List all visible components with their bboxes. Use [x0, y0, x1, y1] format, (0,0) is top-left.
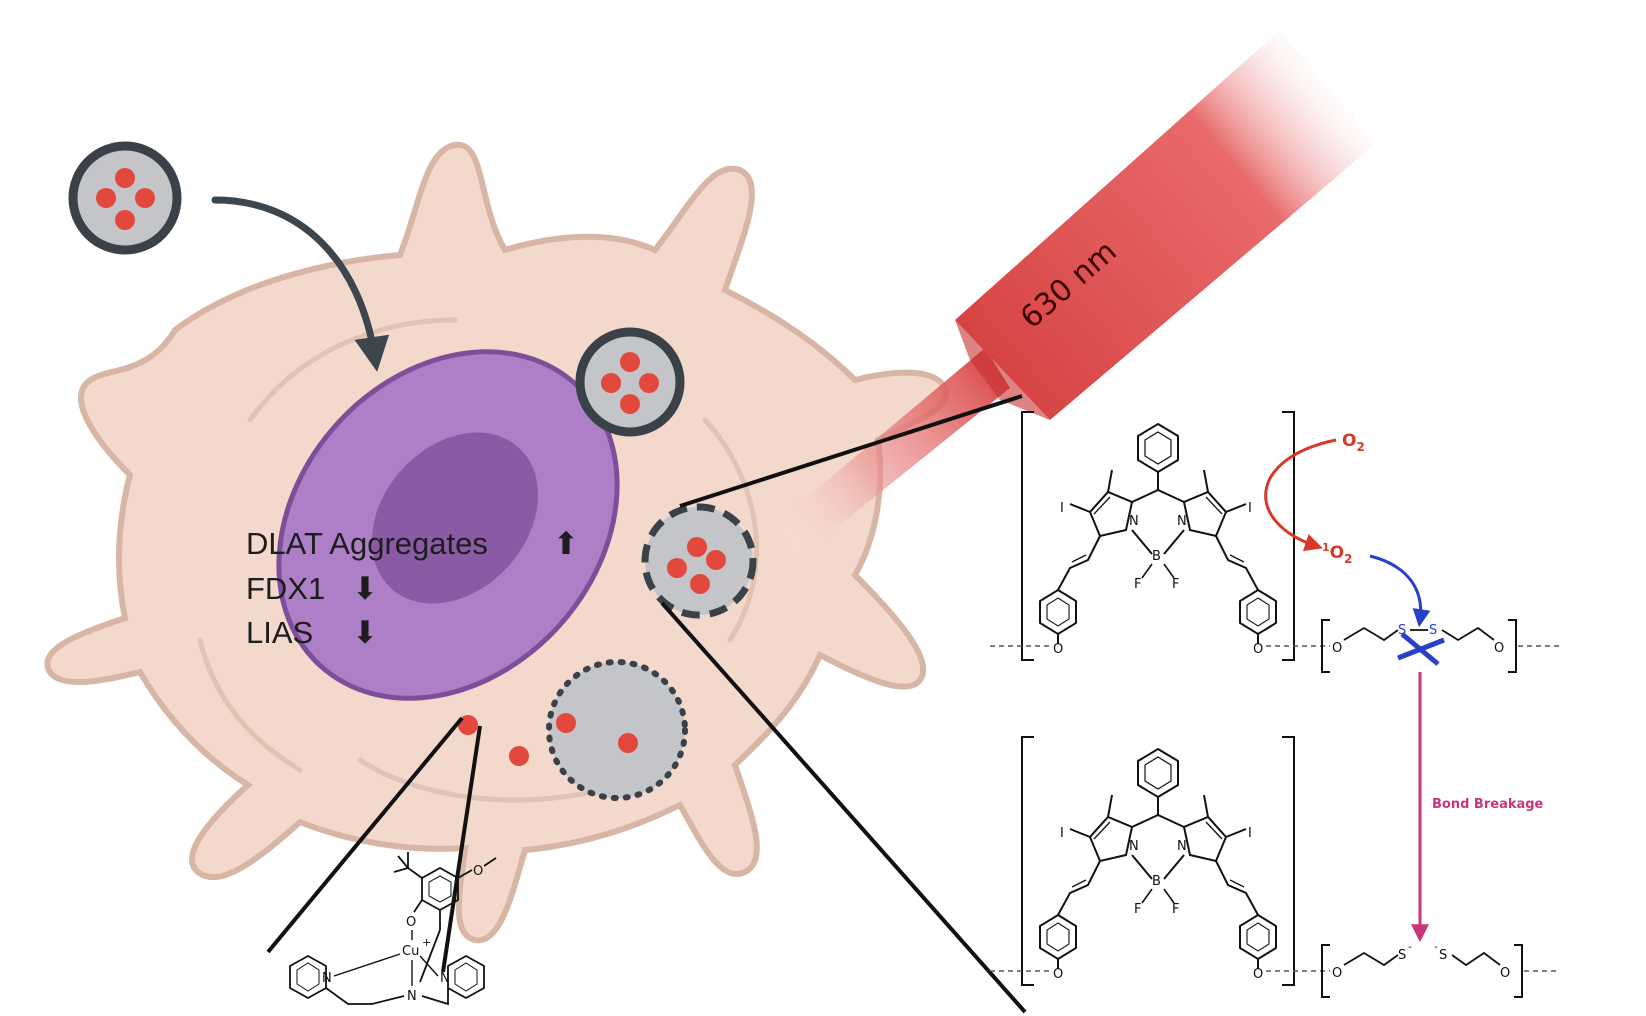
released-cargo: [556, 713, 576, 733]
svg-text:O: O: [1053, 967, 1063, 982]
dlat-up-arrow: ⬆: [553, 526, 579, 561]
zoom-line: [679, 394, 1023, 508]
released-cargo: [509, 746, 529, 766]
zoom-line: [266, 716, 464, 954]
svg-text:N: N: [322, 971, 332, 986]
oxygen-activation-arrow: [1264, 438, 1337, 552]
svg-text:S: S: [1398, 623, 1406, 638]
svg-text:O: O: [1053, 642, 1063, 657]
zoom-line: [660, 601, 1027, 1014]
svg-text:B: B: [1152, 874, 1161, 889]
svg-text:S: S: [1439, 948, 1447, 963]
svg-text:O: O: [1253, 642, 1263, 657]
copper-complex-structure: O O Cu + N N N: [289, 852, 497, 1006]
svg-text:O: O: [1494, 641, 1504, 656]
svg-text:-: -: [1408, 940, 1412, 953]
cleaved-thiolate-linker: O S - - S O: [1321, 940, 1560, 998]
disassembled-nanoparticle: [546, 659, 688, 801]
svg-text:N: N: [1129, 839, 1139, 854]
svg-text:S: S: [1429, 623, 1437, 638]
laser-beam-cone: [768, 348, 1010, 565]
svg-text:O: O: [1332, 641, 1342, 656]
svg-text:O: O: [1500, 966, 1510, 981]
svg-text:S: S: [1398, 948, 1406, 963]
svg-text:N: N: [1177, 839, 1187, 854]
fdx1-down-arrow: ⬇: [352, 571, 378, 606]
singlet-oxygen-label: 1O2: [1322, 541, 1352, 566]
svg-text:I: I: [1060, 826, 1064, 841]
svg-text:-: -: [1434, 940, 1438, 953]
nucleolus: [371, 432, 539, 604]
fdx1-label: FDX1: [246, 571, 325, 606]
svg-text:N: N: [407, 989, 417, 1004]
svg-text:O: O: [1332, 966, 1342, 981]
uptake-arrow: [211, 196, 390, 372]
svg-text:F: F: [1134, 902, 1141, 917]
svg-text:N: N: [440, 971, 450, 986]
bodipy-polymer-intact: N N B F F I I O O: [990, 411, 1330, 661]
svg-text:O: O: [406, 915, 416, 930]
svg-text:O: O: [473, 864, 483, 879]
svg-text:F: F: [1172, 902, 1179, 917]
lias-down-arrow: ⬇: [352, 615, 378, 650]
bodipy-polymer-cleaved: N N B F F I I O O: [990, 736, 1330, 986]
dlat-label: DLAT Aggregates: [246, 526, 488, 561]
svg-text:I: I: [1248, 826, 1252, 841]
svg-text:Cu: Cu: [402, 944, 419, 959]
svg-text:F: F: [1134, 577, 1141, 592]
singlet-oxygen-attack-arrow: [1369, 554, 1431, 628]
svg-text:I: I: [1248, 501, 1252, 516]
zoom-line: [441, 725, 482, 973]
svg-text:F: F: [1172, 577, 1179, 592]
svg-text:I: I: [1060, 501, 1064, 516]
disulfide-linker: O S S O: [1321, 619, 1560, 673]
svg-text:O: O: [1253, 967, 1263, 982]
activated-nanoparticle: [641, 503, 757, 619]
svg-text:B: B: [1152, 549, 1161, 564]
intact-nanoparticle: [575, 327, 685, 437]
extracellular-nanoparticle: [68, 141, 182, 255]
oxygen-label: O2: [1342, 431, 1365, 454]
lias-label: LIAS: [246, 615, 313, 650]
bond-breakage-label: Bond Breakage: [1432, 797, 1544, 812]
laser-pointer: [955, 30, 1380, 420]
svg-text:+: +: [422, 936, 431, 949]
svg-text:N: N: [1177, 514, 1187, 529]
released-cargo: [458, 715, 478, 735]
svg-text:N: N: [1129, 514, 1139, 529]
